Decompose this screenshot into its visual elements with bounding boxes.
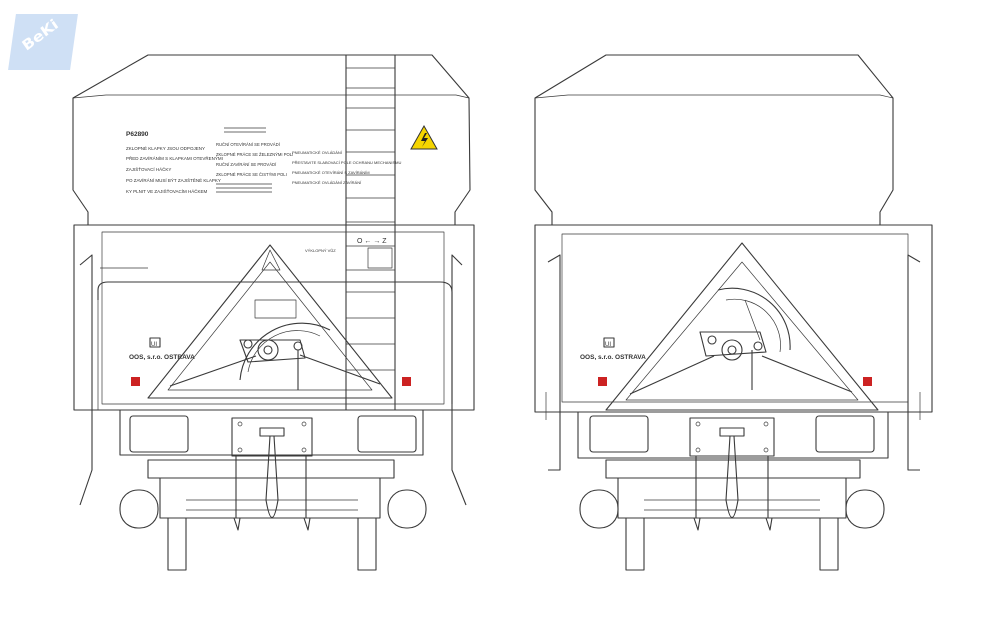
left-right-note-3: PNEUMATICKÉ OTEVÍRÁNÍ S ZAVÍRÁNÍM bbox=[292, 170, 370, 175]
left-note-3: ZAJIŠŤOVACÍ HÁČKY bbox=[126, 165, 171, 172]
left-mid-note-3: RUČNÍ ZAVÍRÁNÍ SE PROVÁDÍ bbox=[216, 162, 277, 167]
left-note-5: KY PLNIT VE ZAJIŠŤOVACÍM HÁČKEM bbox=[126, 187, 208, 194]
left-roof bbox=[72, 54, 471, 226]
right-owner-text: OOS, s.r.o. OSTRAVA bbox=[580, 354, 646, 361]
left-ladder bbox=[345, 55, 396, 410]
left-undercarriage bbox=[119, 409, 427, 571]
left-valve-label: VÝKLOPNÝ VŮZ bbox=[305, 248, 336, 253]
left-note-4: PO ZAVÍRÁNÍ MUSÍ BÝT ZAJIŠTĚNÉ KLAPKY bbox=[126, 176, 221, 183]
left-note-2: PŘED ZAVÍRÁNÍM S KLAPKAMI OTEVŘENÝMI bbox=[126, 154, 223, 161]
left-handrail bbox=[97, 281, 453, 404]
right-roof bbox=[534, 54, 894, 226]
wagon-left: UI OOS, s.r.o. OSTRAVA P62890 ZKLOPNÉ KL… bbox=[72, 54, 475, 571]
right-marker-red-1 bbox=[598, 377, 607, 386]
warning-icon bbox=[410, 124, 438, 150]
wagon-right: UI OOS, s.r.o. OSTRAVA bbox=[534, 54, 933, 571]
left-marker-red-1 bbox=[131, 377, 140, 386]
left-right-note-4: PNEUMATICKÉ OVLÁDÁNÍ ZAVÍRÁNÍ bbox=[292, 180, 362, 185]
left-right-note-1: PNEUMATICKÉ OVLÁDÁNÍ bbox=[292, 150, 343, 155]
right-undercarriage bbox=[577, 411, 889, 571]
left-body bbox=[73, 224, 475, 411]
left-mid-note-1: RUČNÍ OTEVÍRÁNÍ SE PROVÁDÍ bbox=[216, 142, 281, 147]
right-triangle bbox=[605, 242, 879, 411]
right-marker-red-2 bbox=[863, 377, 872, 386]
left-lever-label: O ← → Z bbox=[357, 238, 387, 245]
right-mechanism bbox=[629, 331, 853, 395]
left-owner-text: OOS, s.r.o. OSTRAVA bbox=[129, 354, 195, 361]
left-badge: UI bbox=[151, 342, 157, 348]
left-id-code: P62890 bbox=[126, 131, 149, 138]
left-note-1: ZKLOPNÉ KLAPKY JSOU ODPOJENY bbox=[126, 145, 205, 151]
left-mechanism bbox=[169, 249, 381, 390]
right-badge: UI bbox=[605, 342, 611, 348]
left-right-note-2: PŘESTAVITE SLABOVACÍ POLE OCHRANU MECHAN… bbox=[292, 160, 401, 165]
right-body bbox=[534, 224, 933, 413]
left-marker-red-2 bbox=[402, 377, 411, 386]
left-mid-note-4: ZKLOPNÉ PRÁCE SE ČISTÝMI POLI bbox=[216, 172, 287, 177]
left-triangle bbox=[147, 244, 393, 399]
left-mid-note-2: ZKLOPNÉ PRÁCE SE ŽELEZNÝMI POLI bbox=[216, 152, 293, 157]
